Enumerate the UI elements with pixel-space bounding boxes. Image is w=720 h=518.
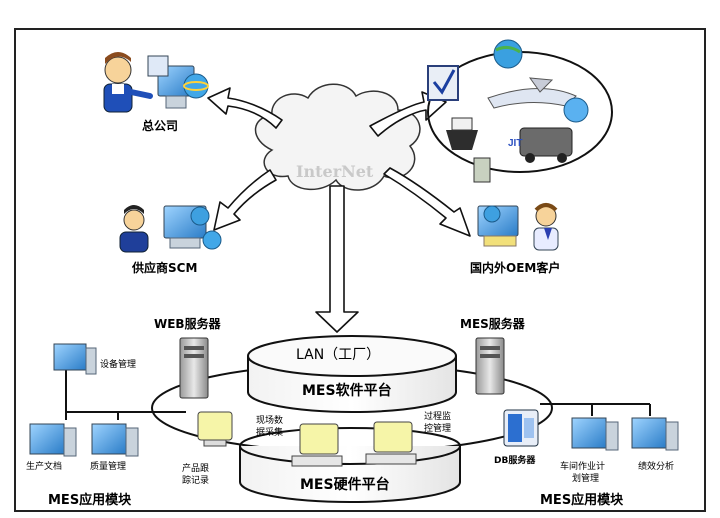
process-label-line2: 控管理 bbox=[424, 424, 452, 434]
docs-monitor-icon bbox=[29, 423, 77, 457]
workshop-label-line1: 车间作业计 bbox=[560, 462, 606, 472]
equipment-monitor-icon bbox=[53, 343, 97, 375]
web-server-label: WEB服务器 bbox=[154, 317, 221, 331]
left-modules-title: MES应用模块 bbox=[48, 493, 132, 508]
quality-label: 质量管理 bbox=[90, 462, 127, 472]
db-server-label: DB服务器 bbox=[494, 456, 536, 466]
svg-text:JIT: JIT bbox=[508, 138, 522, 149]
right-module-bus bbox=[540, 403, 651, 416]
field-terminal-icon bbox=[291, 423, 343, 467]
arrow-to-supplier bbox=[213, 169, 277, 231]
tracking-terminal-icon bbox=[197, 411, 233, 447]
workshop-label-line2: 划管理 bbox=[572, 474, 600, 484]
supplier-label: 供应商SCM bbox=[132, 261, 198, 275]
arrow-to-head-office bbox=[207, 87, 283, 129]
diagram-frame bbox=[14, 28, 706, 512]
db-server-icon bbox=[503, 409, 539, 447]
field-label-line1: 现场数 bbox=[256, 416, 284, 426]
global-customers-cluster: JIT bbox=[427, 39, 613, 183]
oem-label: 国内外OEM客户 bbox=[470, 261, 561, 275]
quality-monitor-icon bbox=[91, 423, 139, 457]
workshop-monitor-icon bbox=[571, 417, 619, 451]
arrow-to-customers-top bbox=[369, 91, 447, 137]
tracking-label-line2: 踪记录 bbox=[182, 476, 210, 486]
hardware-platform-label: MES硬件平台 bbox=[300, 477, 390, 493]
right-modules-title: MES应用模块 bbox=[540, 493, 624, 508]
equipment-label: 设备管理 bbox=[100, 360, 137, 370]
left-module-bus bbox=[65, 360, 186, 420]
mes-server-icon bbox=[475, 337, 505, 395]
internet-cloud bbox=[254, 83, 421, 191]
web-server-icon bbox=[179, 337, 209, 399]
performance-label: 绩效分析 bbox=[638, 462, 675, 472]
tracking-label-line1: 产品跟 bbox=[182, 464, 210, 474]
head-office-label: 总公司 bbox=[142, 119, 179, 133]
field-label-line2: 据采集 bbox=[256, 428, 284, 438]
process-terminal-icon bbox=[365, 421, 417, 465]
process-label-line1: 过程监 bbox=[424, 412, 452, 422]
lan-label: LAN（工厂） bbox=[296, 347, 381, 363]
software-platform-label: MES软件平台 bbox=[302, 383, 392, 399]
cloud-label: InterNet bbox=[296, 162, 374, 181]
arrow-to-oem bbox=[383, 167, 471, 237]
mes-server-label: MES服务器 bbox=[460, 317, 525, 331]
performance-monitor-icon bbox=[631, 417, 679, 451]
arrow-cloud-to-lan bbox=[315, 185, 359, 333]
supplier-icon bbox=[119, 205, 222, 253]
head-office-icon bbox=[103, 52, 209, 113]
production-docs-label: 生产文档 bbox=[26, 462, 63, 472]
oem-customer-icon bbox=[477, 203, 559, 251]
